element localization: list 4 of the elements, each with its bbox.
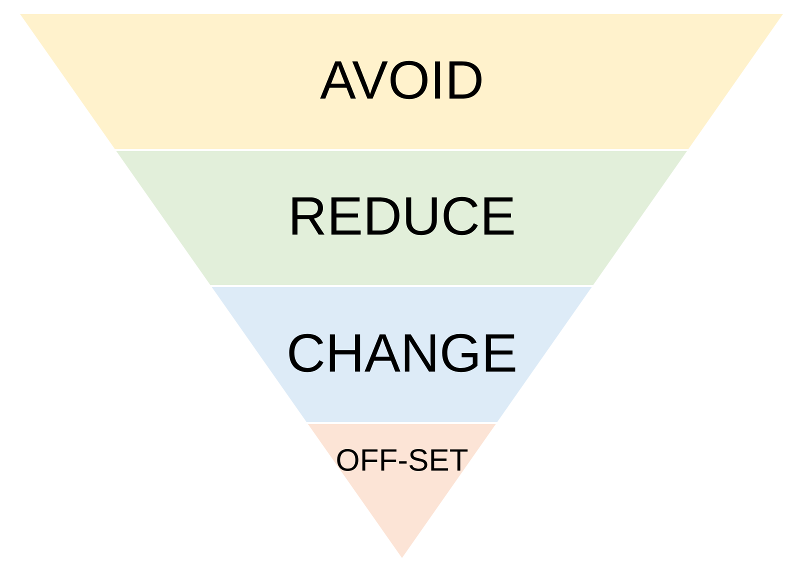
pyramid-level: OFF-SET [308, 424, 496, 558]
pyramid-level: AVOID [20, 14, 783, 149]
pyramid-level: CHANGE [212, 286, 592, 422]
pyramid-level: REDUCE [116, 151, 688, 285]
